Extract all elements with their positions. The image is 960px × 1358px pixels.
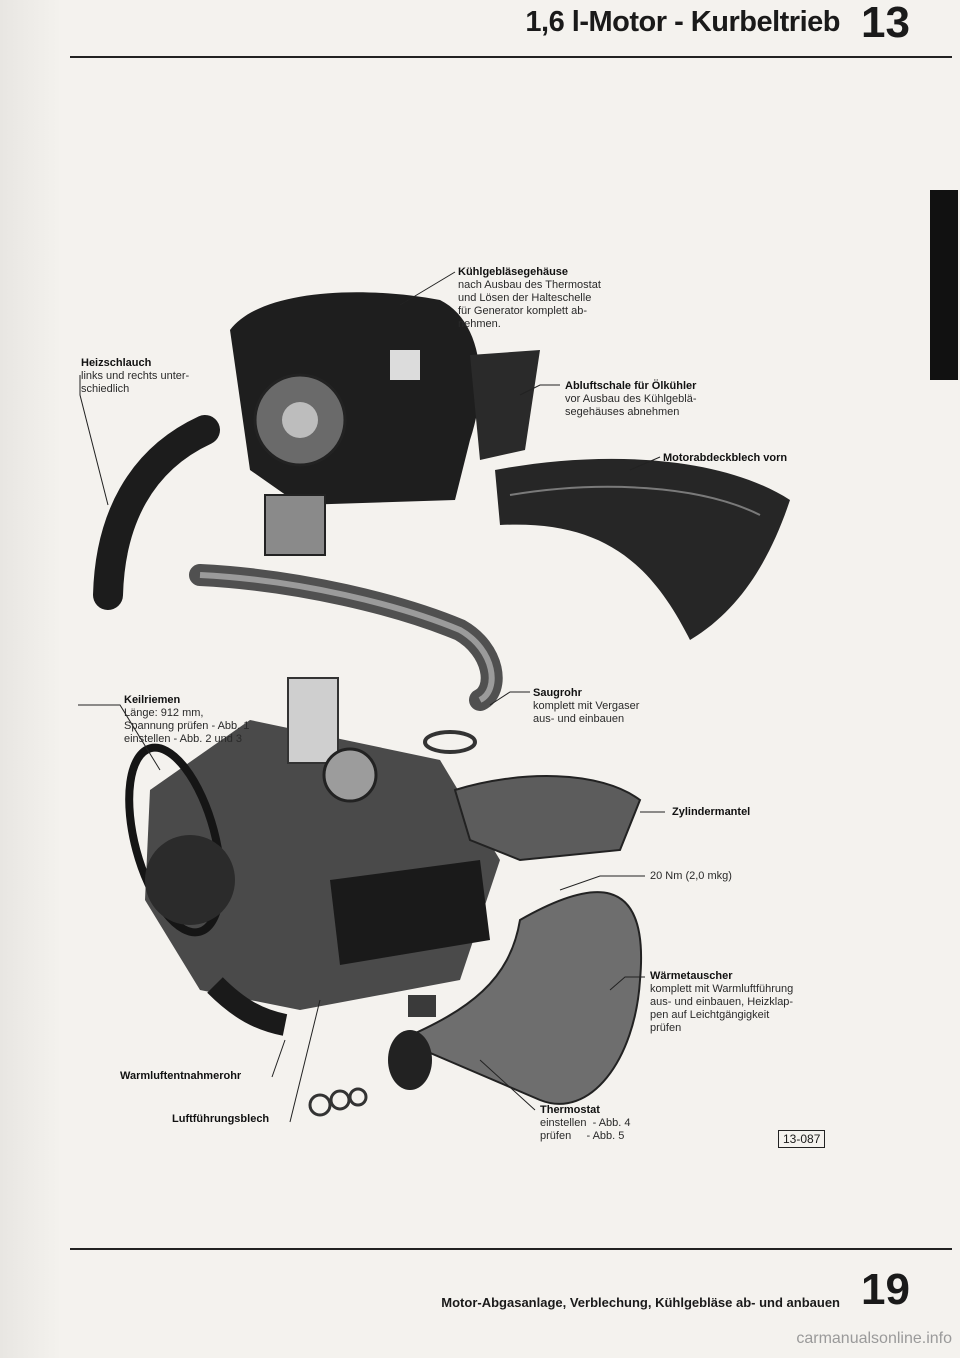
footer-section-title: Motor-Abgasanlage, Verblechung, Kühlgebl… bbox=[441, 1295, 840, 1310]
figure-reference: 13-087 bbox=[778, 1130, 826, 1148]
watermark: carmanualsonline.info bbox=[796, 1330, 952, 1347]
page-number: 19 bbox=[861, 1265, 910, 1314]
warm-air-pipe-shape bbox=[207, 977, 288, 1036]
label-cooling-fan-housing: Kühlgebläsegehäuse nach Ausbau des Therm… bbox=[458, 266, 601, 330]
label-heater-hose: Heizschlauch links und rechts unter- sch… bbox=[81, 357, 190, 395]
gasket-shape bbox=[423, 730, 477, 754]
label-cylinder-cover: Zylindermantel bbox=[672, 806, 751, 818]
label-v-belt: Keilriemen Länge: 912 mm, Spannung prüfe… bbox=[124, 694, 250, 745]
air-duct-shape bbox=[470, 350, 540, 460]
footer-rule bbox=[70, 1248, 952, 1250]
heat-exchanger-shape bbox=[397, 891, 643, 1105]
chapter-tab-marker bbox=[930, 190, 958, 380]
label-warm-air-pipe: Warmluftentnahmerohr bbox=[120, 1070, 242, 1082]
label-thermostat: Thermostat einstellen - Abb. 4 prüfen - … bbox=[540, 1104, 631, 1142]
label-front-cover-plate: Motorabdeckblech vorn bbox=[663, 452, 788, 464]
carburettor-shape bbox=[264, 494, 326, 556]
cover-plate-shape bbox=[495, 458, 790, 640]
label-torque-spec: 20 Nm (2,0 mkg) bbox=[650, 870, 732, 882]
header-rule bbox=[70, 56, 952, 58]
page-title: 1,6 l-Motor - Kurbeltrieb bbox=[525, 6, 840, 38]
label-intake-manifold: Saugrohr komplett mit Vergaser aus- und … bbox=[533, 687, 640, 725]
label-oil-cooler-duct: Abluftschale für Ölkühler vor Ausbau des… bbox=[565, 380, 697, 418]
chapter-number: 13 bbox=[861, 0, 910, 47]
page-gutter bbox=[0, 0, 62, 1358]
cylinder-cover-shape bbox=[453, 775, 642, 862]
label-air-guide-plate: Luftführungsblech bbox=[172, 1113, 270, 1125]
heater-hose-shape bbox=[93, 415, 220, 610]
label-heat-exchanger: Wärmetauscher komplett mit Warmluftführu… bbox=[650, 970, 794, 1034]
oil-filler-shape bbox=[287, 677, 339, 764]
v-belt-shape bbox=[125, 743, 225, 937]
